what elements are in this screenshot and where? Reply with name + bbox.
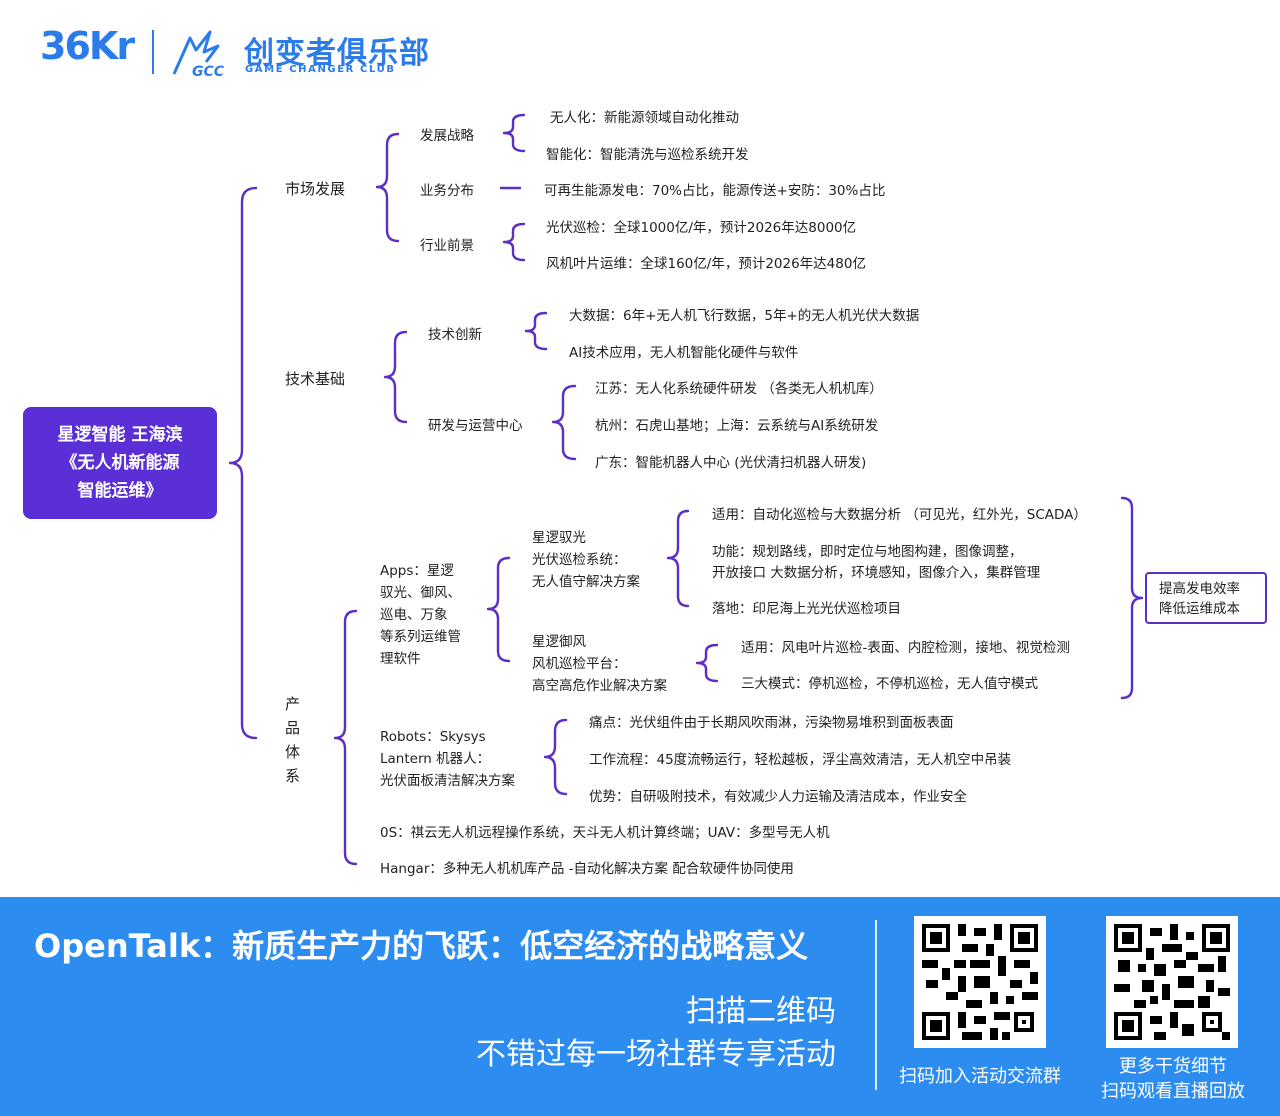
brace-yufeng [695, 643, 719, 683]
root-line-3: 智能运维》 [77, 481, 163, 501]
qr-code-replay[interactable] [1106, 916, 1238, 1048]
robots-label-line-2: Lantern 机器人： [380, 751, 491, 767]
innovation-item-2: AI技术应用，无人机智能化硬件与软件 [569, 345, 799, 361]
node-yuguang: 星逻驭光 光伏巡检系统： 无人值守解决方案 [532, 527, 672, 593]
apps-label-line-5: 理软件 [380, 651, 421, 667]
node-tech: 技术基础 [285, 370, 346, 388]
qr2-caption: 更多干货细节 扫码观看直播回放 [1080, 1054, 1266, 1104]
node-market: 市场发展 [285, 180, 346, 198]
node-rnd: 研发与运营中心 [428, 418, 523, 434]
qr1-caption: 扫码加入活动交流群 [899, 1066, 1061, 1087]
mindmap-connectors [228, 113, 1144, 866]
footer-event-text: 不错过每一场社群专享活动 [476, 1037, 836, 1072]
root-line-2: 《无人机新能源 [60, 453, 180, 473]
brace-tech [383, 330, 408, 424]
footer-title: OpenTalk：新质生产力的飞跃：低空经济的战略意义 [34, 927, 809, 965]
node-product: 产品体系 [285, 695, 301, 785]
yuguang-item-1: 适用：自动化巡检与大数据分析 （可见光，红外光，SCADA） [712, 507, 1087, 523]
qr-code-icon [1114, 924, 1230, 1040]
node-robots: Robots：Skysys Lantern 机器人： 光伏面板清洁解决方案 [380, 726, 540, 792]
innovation-item-1: 大数据：6年+无人机飞行数据，5年+的无人机光伏大数据 [569, 308, 920, 324]
prospect-item-1: 光伏巡检：全球1000亿/年，预计2026年达8000亿 [546, 220, 857, 236]
rnd-item-1: 江苏：无人化系统硬件研发 （各类无人机机库） [595, 381, 883, 397]
summary-node: 提高发电效率 降低运维成本 [1145, 572, 1267, 624]
yuguang-item-2: 功能：规划路线，即时定位与地图构建，图像调整， [712, 544, 1023, 560]
robots-label-line-1: Robots：Skysys [380, 729, 486, 745]
apps-label-line-4: 等系列运维管 [380, 629, 461, 645]
yuguang-item-4: 落地：印尼海上光光伏巡检项目 [712, 601, 901, 617]
node-hangar: Hangar：多种无人机机库产品 -自动化解决方案 配合软硬件协同使用 [380, 861, 794, 877]
gcc-logo-text: GCC [192, 64, 225, 78]
summary-line-2: 降低运维成本 [1159, 601, 1240, 617]
yuguang-label-line-1: 星逻驭光 [532, 530, 586, 546]
footer-divider [875, 920, 877, 1090]
qr-code-community[interactable] [914, 916, 1046, 1048]
yufeng-label-line-1: 星逻御风 [532, 634, 586, 650]
logo-36kr: 36Kr [40, 24, 135, 68]
summary-line-1: 提高发电效率 [1159, 581, 1240, 597]
apps-label-line-1: Apps：星逻 [380, 563, 454, 579]
robots-item-1: 痛点：光伏组件由于长期风吹雨淋，污染物易堆积到面板表面 [589, 715, 954, 731]
yufeng-item-2: 三大模式：停机巡检，不停机巡检，无人值守模式 [741, 676, 1038, 692]
yufeng-label-line-3: 高空高危作业解决方案 [532, 678, 667, 694]
brace-strategy [502, 113, 526, 153]
logo-divider [152, 30, 154, 74]
club-name-cn: 创变者俱乐部 [244, 36, 430, 71]
footer-scan-text: 扫描二维码 [686, 994, 836, 1029]
node-prospect: 行业前景 [420, 238, 474, 254]
yuguang-item-3: 开放接口 大数据分析，环境感知，图像介入，集群管理 [712, 565, 1041, 581]
node-apps: Apps：星逻 驭光、御风、 巡电、万象 等系列运维管 理软件 [380, 560, 490, 670]
robots-item-3: 优势：自研吸附技术，有效减少人力运输及清洁成本，作业安全 [589, 789, 967, 805]
node-innovation: 技术创新 [428, 327, 482, 343]
qr2-caption-line-1: 更多干货细节 [1119, 1056, 1227, 1077]
brace-summary [1120, 496, 1144, 700]
rnd-item-2: 杭州：石虎山基地；上海：云系统与AI系统研发 [595, 418, 879, 434]
node-os: 0S：祺云无人机远程操作系统，天斗无人机计算终端；UAV：多型号无人机 [380, 825, 830, 841]
yuguang-label-line-2: 光伏巡检系统： [532, 552, 627, 568]
brace-market [375, 132, 400, 243]
strategy-item-1: 无人化：新能源领域自动化推动 [550, 110, 739, 126]
apps-label-line-3: 巡电、万象 [380, 607, 448, 623]
qr2-caption-line-2: 扫码观看直播回放 [1101, 1081, 1245, 1102]
node-strategy: 发展战略 [420, 128, 474, 144]
brace-prospect [502, 222, 526, 262]
node-business: 业务分布 [420, 183, 474, 199]
root-line-1: 星逻智能 王海滨 [57, 425, 183, 445]
prospect-item-2: 风机叶片运维：全球160亿/年，预计2026年达480亿 [546, 256, 866, 272]
brace-root [228, 186, 258, 740]
robots-item-2: 工作流程：45度流畅运行，轻松越板，浮尘高效清洁，无人机空中吊装 [589, 752, 1012, 768]
node-yufeng: 星逻御风 风机巡检平台： 高空高危作业解决方案 [532, 631, 692, 697]
brace-product [333, 609, 358, 866]
rnd-item-3: 广东：智能机器人中心 (光伏清扫机器人研发) [595, 455, 867, 471]
gcc-logo: GCC [170, 28, 240, 80]
qr-code-icon [922, 924, 1038, 1040]
root-node: 星逻智能 王海滨 《无人机新能源 智能运维》 [23, 407, 217, 519]
brace-rnd [551, 384, 577, 461]
footer-banner [0, 897, 1280, 1116]
yufeng-label-line-2: 风机巡检平台： [532, 656, 627, 672]
business-item: 可再生能源发电：70%占比，能源传送+安防：30%占比 [544, 183, 886, 199]
yuguang-label-line-3: 无人值守解决方案 [532, 574, 640, 590]
brace-yuguang [666, 509, 690, 608]
robots-label-line-3: 光伏面板清洁解决方案 [380, 773, 515, 789]
club-name-en: GAME CHANGER CLUB [245, 64, 396, 75]
brace-robots [543, 718, 568, 796]
brace-innovation [524, 311, 548, 351]
brace-apps [486, 556, 511, 663]
yufeng-item-1: 适用：风电叶片巡检-表面、内腔检测，接地、视觉检测 [741, 640, 1070, 656]
strategy-item-2: 智能化：智能清洗与巡检系统开发 [546, 147, 749, 163]
apps-label-line-2: 驭光、御风、 [380, 585, 461, 601]
